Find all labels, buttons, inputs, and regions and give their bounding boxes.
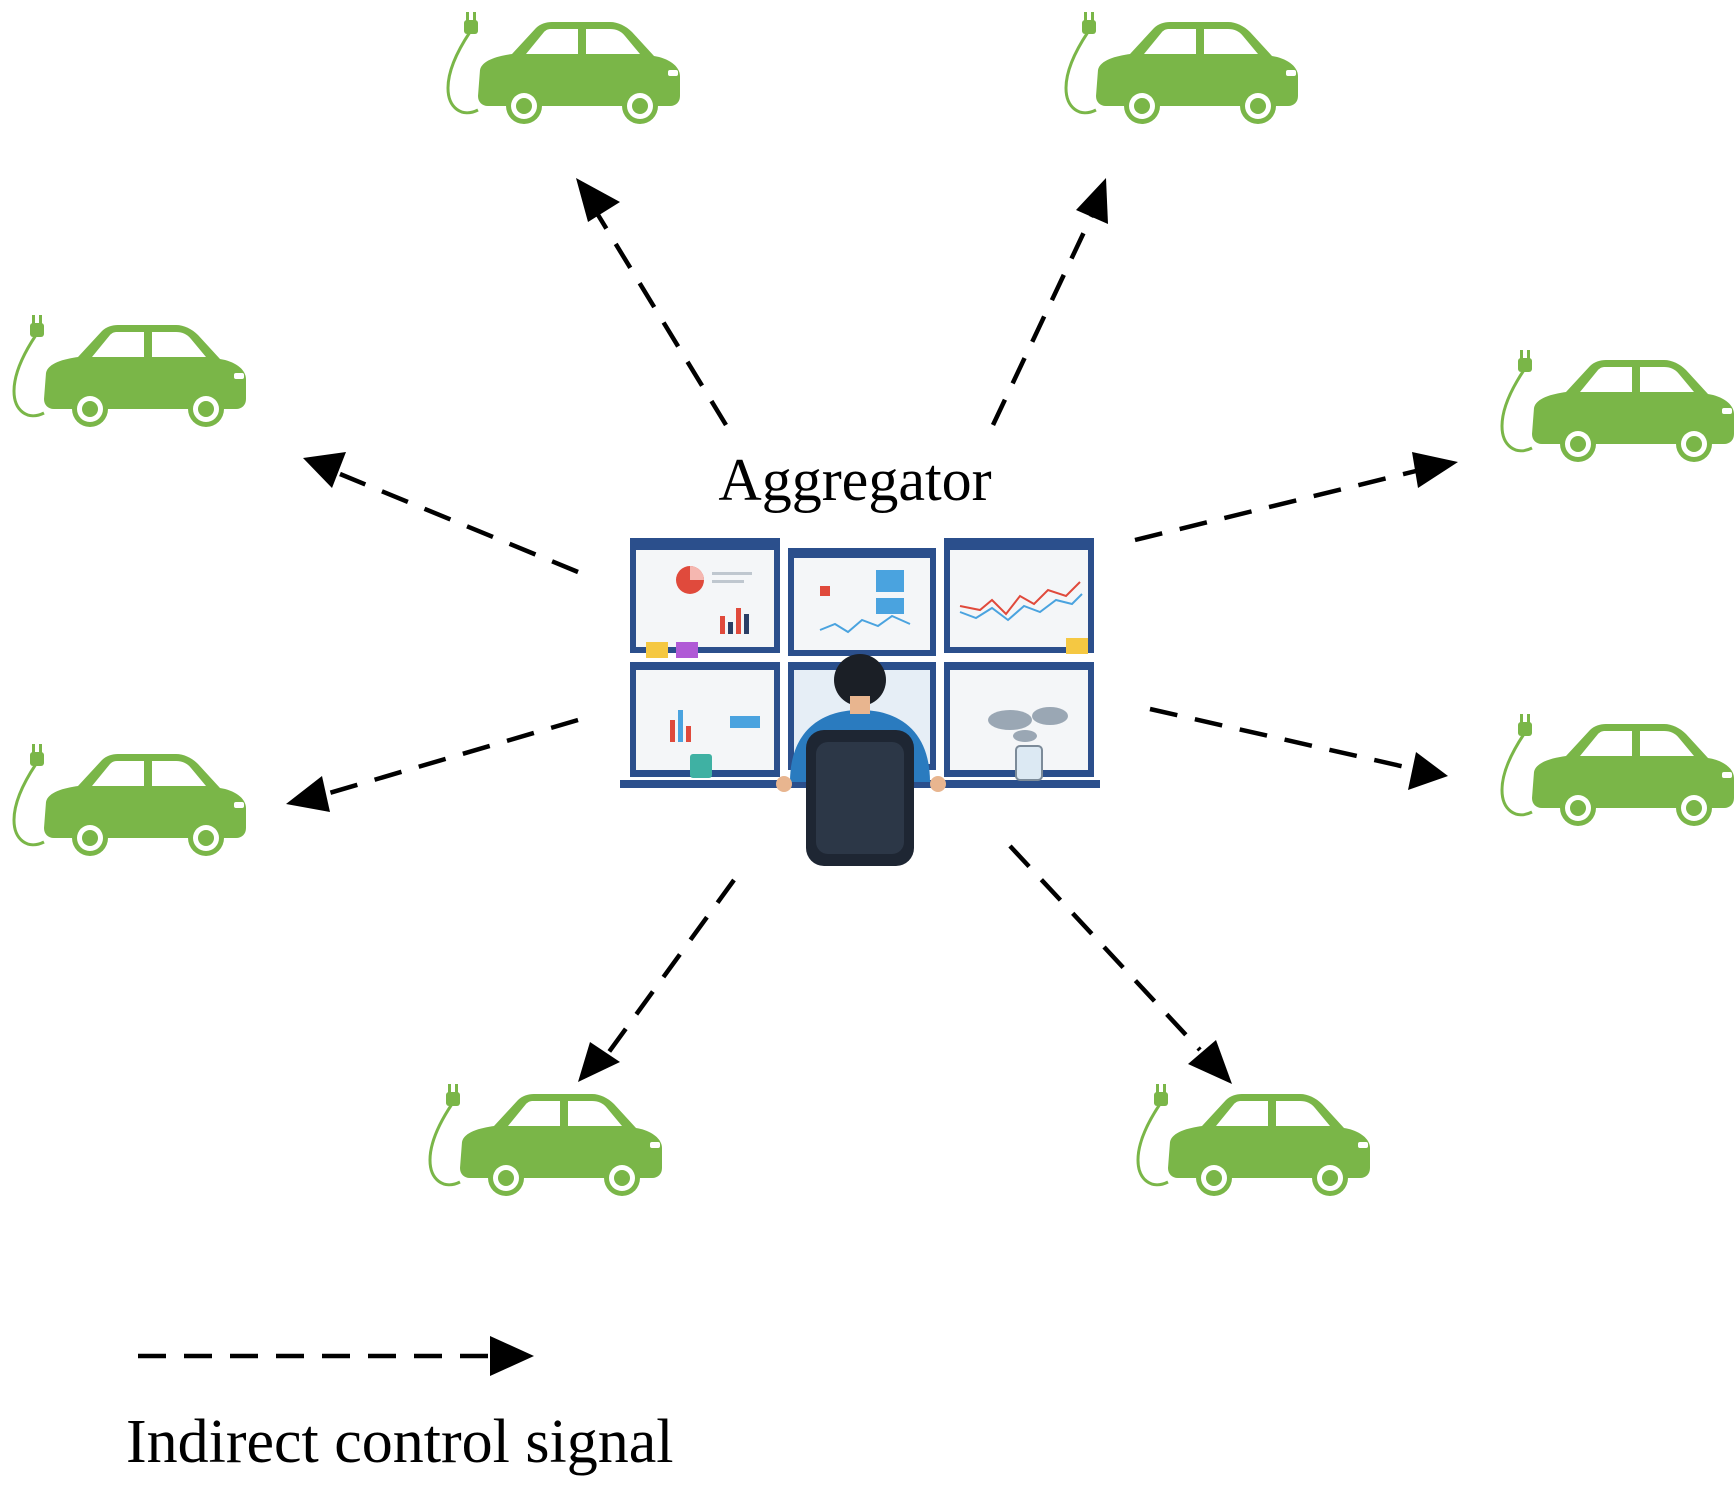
operator-monitoring-screens-icon	[620, 538, 1100, 866]
ev-car-mid-right-upper	[1500, 348, 1735, 464]
ev-car-top-left	[446, 10, 682, 126]
arrow-to-mid-right-upper	[1134, 467, 1421, 543]
ev-car-bottom-left	[428, 1082, 664, 1198]
legend-label: Indirect control signal	[126, 1408, 674, 1476]
arrowhead-mid-right-upper	[1412, 452, 1458, 488]
arrowhead-top-right	[1076, 178, 1108, 224]
arrowhead-mid-left-upper	[303, 452, 346, 488]
phone-icon	[1015, 745, 1043, 781]
arrow-to-bottom-left	[604, 878, 736, 1058]
arrowhead-mid-right-lower	[1408, 752, 1448, 790]
arrowhead-mid-left-lower	[286, 776, 330, 812]
electric-car-plug-icon	[428, 1082, 664, 1198]
arrow-to-top-left	[590, 203, 728, 427]
electric-car-plug-icon	[1500, 712, 1735, 828]
arrow-to-bottom-right	[1008, 844, 1202, 1052]
ev-car-mid-left-lower	[12, 742, 248, 858]
electric-car-plug-icon	[1064, 10, 1300, 126]
arrow-to-mid-left-lower	[325, 717, 579, 797]
electric-car-plug-icon	[446, 10, 682, 126]
electric-car-plug-icon	[1136, 1082, 1372, 1198]
arrow-to-top-right	[990, 212, 1096, 426]
ev-car-bottom-right	[1136, 1082, 1372, 1198]
operator	[776, 654, 946, 866]
arrow-to-mid-right-lower	[1149, 706, 1415, 772]
ev-car-top-right	[1064, 10, 1300, 126]
signal-arrows	[325, 203, 1421, 1058]
ev-car-mid-right-lower	[1500, 712, 1735, 828]
aggregator-label: Aggregator	[718, 447, 991, 513]
legend-arrowhead	[490, 1336, 534, 1376]
arrowhead-bottom-right	[1188, 1040, 1232, 1084]
signal-arrowheads	[286, 178, 1458, 1084]
mug-icon	[690, 754, 712, 778]
ev-car-mid-left-upper	[12, 313, 248, 429]
electric-car-plug-icon	[12, 313, 248, 429]
arrowhead-bottom-left	[578, 1042, 620, 1082]
legend: Indirect control signal	[126, 1336, 674, 1476]
electric-car-plug-icon	[1500, 348, 1735, 464]
arrowhead-top-left	[576, 178, 620, 222]
arrow-to-mid-left-upper	[339, 471, 579, 575]
electric-car-plug-icon	[12, 742, 248, 858]
